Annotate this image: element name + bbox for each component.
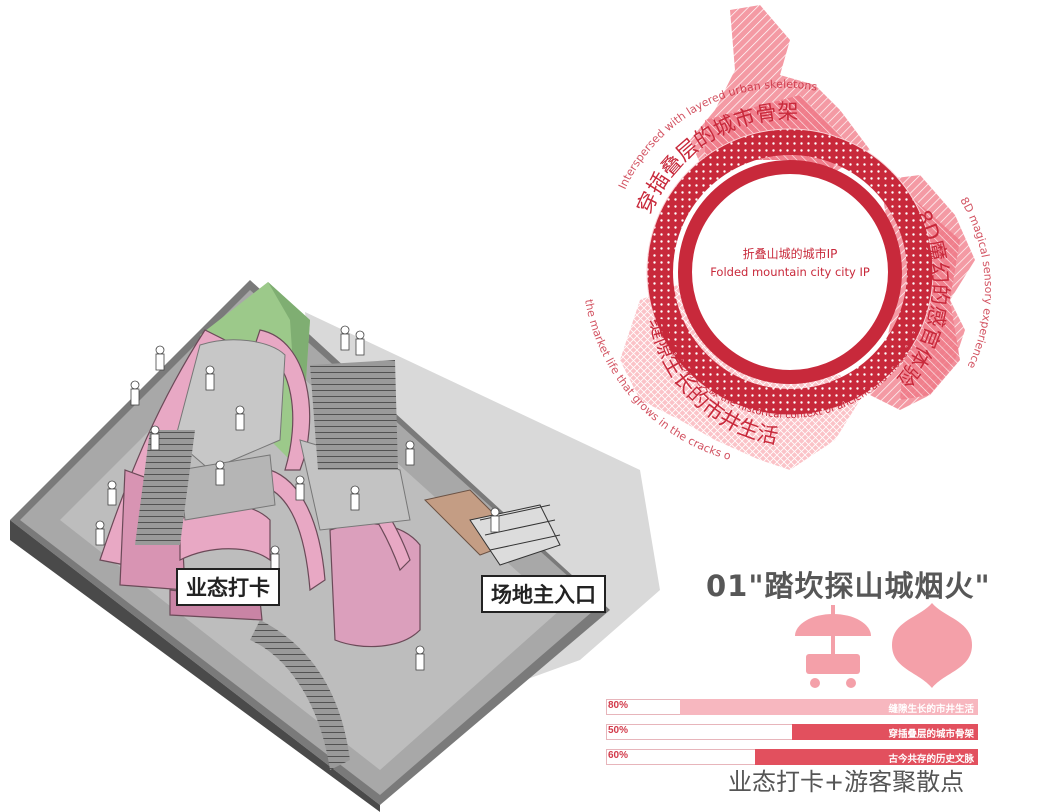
flower-badge-icon <box>892 603 972 688</box>
main-entrance-label: 场地主入口 <box>481 575 606 613</box>
stat-bar-label: 缝隙生长的市井生活 <box>888 704 974 715</box>
stat-bar-fill <box>792 724 978 740</box>
stat-bar-fill <box>680 699 978 715</box>
right-arc-en-label: 8D magical sensory experience <box>957 195 994 371</box>
ring-inner <box>678 160 902 384</box>
section-title: 01"踏坎探山城烟火" <box>706 569 991 603</box>
business-checkin-label: 业态打卡 <box>176 568 280 606</box>
footer-caption: 业态打卡+游客聚散点 <box>728 768 965 796</box>
stat-bar-percent: 50% <box>608 725 629 736</box>
stat-bar-label: 穿插叠层的城市骨架 <box>888 729 974 740</box>
center-title-en: Folded mountain city city IP <box>710 265 870 279</box>
center-title-cn: 折叠山城的城市IP <box>743 246 838 261</box>
stat-bar-fill <box>754 749 978 765</box>
stat-bar-1: 80% 缝隙生长的市井生活 <box>606 699 978 715</box>
stat-bar-3: 60% 古今共存的历史文脉 <box>606 749 978 765</box>
stat-bar-2: 50% 穿插叠层的城市骨架 <box>606 724 978 740</box>
umbrella-stall-icon <box>795 605 871 688</box>
stat-bar-label: 古今共存的历史文脉 <box>888 754 974 765</box>
stairs <box>135 360 398 770</box>
people <box>95 325 500 671</box>
stat-bar-percent: 60% <box>608 750 629 761</box>
stat-bar-percent: 80% <box>608 700 629 711</box>
ring-outer <box>647 129 933 415</box>
